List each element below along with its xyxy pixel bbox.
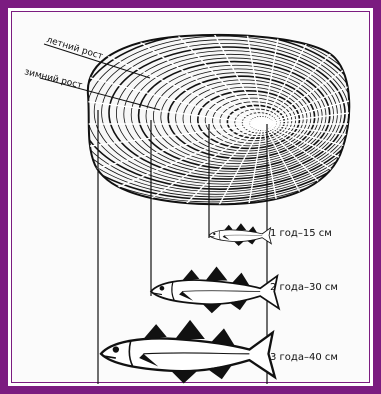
fish-age-3 (101, 320, 275, 384)
summer-growth-label: летний рост (45, 35, 104, 62)
winter-growth-label: зимний рост (23, 67, 83, 91)
age-2-label: 2 года–30 см (270, 282, 338, 293)
age-1-label: 1 год–15 см (270, 228, 332, 239)
fish-age-1 (209, 223, 271, 246)
age-3-label: 3 года–40 см (270, 352, 338, 363)
fish-age-2 (151, 266, 279, 313)
